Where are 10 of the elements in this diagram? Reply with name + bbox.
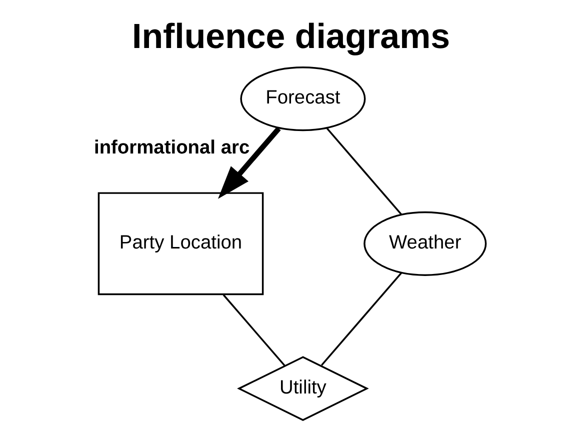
connector xyxy=(320,272,402,366)
node-ellipse: Forecast xyxy=(240,66,366,132)
arrow xyxy=(218,126,281,199)
edge-label: informational arc xyxy=(94,137,250,158)
diagram-title: Influence diagrams xyxy=(132,17,450,56)
connector xyxy=(326,128,402,216)
node-diamond: Utility xyxy=(237,356,369,421)
node-box: Party Location xyxy=(98,192,264,296)
connector xyxy=(222,294,286,366)
node-ellipse: Weather xyxy=(364,211,487,276)
